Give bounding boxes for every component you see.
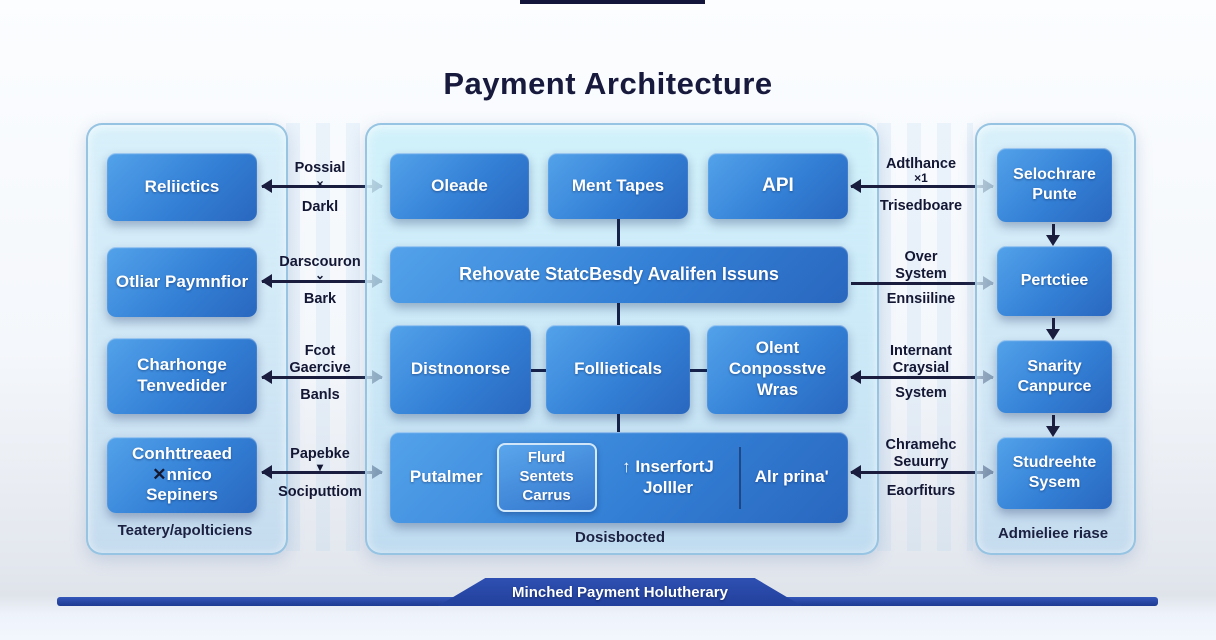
- middle-row1-box-3-label: API: [762, 175, 794, 197]
- connector-l4-glyph: ▾: [316, 460, 324, 474]
- connector-row3-a: [531, 369, 546, 372]
- up-arrow-icon: ↑: [622, 456, 631, 476]
- connector-l4-arrow: [261, 465, 383, 479]
- connector-l3-top-label: Fcot Gaercive: [289, 343, 351, 377]
- middle-row4-divider: [739, 446, 742, 509]
- middle-row1-box-1-label: Oleade: [431, 175, 488, 195]
- connector-l3-bottom-label: Banls: [300, 387, 340, 403]
- connector-l4-top-label: Papebke: [290, 446, 350, 462]
- down-arrow-icon-3: [1046, 415, 1060, 437]
- middle-row3-box-1-label: Distnonorse: [410, 359, 511, 379]
- middle-row2-box: Rehovate StatcBesdy Avalifen Issuns: [390, 246, 848, 303]
- connector-r2-bottom-label: Ennsiiline: [886, 291, 956, 307]
- connector-r1-glyph: ×1: [914, 171, 928, 185]
- left-box-1: Reliictics: [107, 153, 257, 221]
- down-arrow-icon-2: [1046, 318, 1060, 340]
- right-box-1-label: Selochrare Punte: [1013, 166, 1096, 203]
- connector-r4-top-label: Chramehc Seuurry: [885, 437, 957, 471]
- middle-row1-box-2-label: Ment Tapes: [571, 175, 665, 195]
- middle-panel-caption: Dosisbocted: [574, 529, 665, 546]
- middle-row1-box-2: Ment Tapes: [548, 153, 688, 219]
- middle-row4-mid-text: InserfortJ Jolller: [635, 456, 714, 497]
- middle-row3-box-2: Follieticals: [546, 325, 690, 414]
- down-arrow-icon-1: [1046, 224, 1060, 246]
- middle-row3-box-2-label: Follieticals: [574, 359, 662, 379]
- middle-row1-box-1: Oleade: [390, 153, 529, 219]
- connector-r1-bottom-label: Trisedboare: [879, 198, 963, 214]
- connector-l1-top-label: Possial: [294, 160, 346, 176]
- middle-row4-box: Putalmer Flurd Sentets Carrus ↑ Inserfor…: [390, 432, 848, 523]
- connector-l1-glyph: ×: [316, 177, 324, 191]
- connector-r4-bottom-label: Eaorfiturs: [886, 483, 956, 499]
- left-box-1-label: Reliictics: [144, 176, 220, 196]
- middle-row4-mid-label: ↑ InserfortJ Jolller: [605, 457, 732, 498]
- middle-row4-inner-box: Flurd Sentets Carrus: [496, 443, 597, 512]
- middle-row4-right-label: Alr prina': [754, 467, 829, 487]
- left-box-4-label: Conhttreaed ✕nnico Sepiners: [115, 444, 249, 506]
- middle-row3-box-1: Distnonorse: [390, 325, 531, 414]
- connector-l3-arrow: [261, 370, 383, 384]
- right-box-4: Studreehte Sysem: [997, 437, 1112, 509]
- left-box-2: Otliar Paymnfior: [107, 247, 257, 317]
- connector-r3-bottom-label: System: [895, 385, 947, 401]
- footer-banner: Minched Payment Holutherary: [438, 578, 802, 606]
- left-box-4-line1: Conhttreaed: [131, 443, 233, 463]
- right-panel-caption: Admieliee riase: [997, 525, 1109, 542]
- right-box-4-label: Studreehte Sysem: [1012, 454, 1097, 491]
- left-box-3-label: Charhonge Tenvedider: [137, 355, 227, 395]
- middle-row2-box-label: Rehovate StatcBesdy Avalifen Issuns: [459, 263, 779, 284]
- connector-row3-row4: [617, 414, 620, 432]
- left-box-4: Conhttreaed ✕nnico Sepiners: [107, 437, 257, 513]
- connector-r3-arrow: [850, 370, 994, 384]
- connector-r2-arrow: [851, 276, 994, 290]
- right-box-3-label: Snarity Canpurce: [1017, 357, 1092, 395]
- right-box-2-label: Pertctiee: [1020, 272, 1089, 290]
- connector-r3-top-label: Internant Craysial: [889, 343, 953, 377]
- connector-row2-row3: [617, 303, 620, 325]
- middle-row1-box-3: API: [708, 153, 848, 219]
- cross-icon: ✕: [152, 464, 167, 484]
- footer-banner-label: Minched Payment Holutherary: [512, 583, 728, 601]
- connector-l2-glyph: ⌄: [314, 268, 326, 282]
- middle-row3-box-3: Olent Conposstve Wras: [707, 325, 848, 414]
- left-box-4-line2: nnico Sepiners: [146, 464, 218, 505]
- left-box-2-label: Otliar Paymnfior: [115, 271, 249, 291]
- left-gutter-stripes: [286, 123, 364, 551]
- middle-row3-box-3-label: Olent Conposstve Wras: [728, 338, 827, 399]
- connector-l1-bottom-label: Darkl: [301, 199, 339, 215]
- middle-row4-content: Putalmer Flurd Sentets Carrus ↑ Inserfor…: [404, 443, 834, 512]
- middle-row4-left-label: Putalmer: [409, 467, 483, 487]
- right-gutter-stripes: [877, 123, 973, 551]
- connector-l4-bottom-label: Sociputtiom: [278, 484, 362, 500]
- top-edge-decoration: [520, 0, 705, 4]
- connector-r1-arrow: [850, 179, 994, 193]
- right-box-1: Selochrare Punte: [997, 148, 1112, 222]
- connector-r2-top-label: Over System: [895, 249, 947, 283]
- right-box-2: Pertctiee: [997, 246, 1112, 316]
- page-title: Payment Architecture: [443, 66, 773, 101]
- connector-l2-arrow: [261, 274, 383, 288]
- connector-l2-top-label: Darscouron: [279, 254, 361, 270]
- left-panel-caption: Teatery/apolticiens: [117, 522, 253, 539]
- right-box-3: Snarity Canpurce: [997, 340, 1112, 413]
- connector-l2-bottom-label: Bark: [303, 291, 337, 307]
- connector-l1-arrow: [261, 179, 383, 193]
- connector-r1-top-label: Adtlhance: [885, 156, 957, 172]
- connector-row1-row2: [617, 219, 620, 246]
- left-box-3: Charhonge Tenvedider: [107, 338, 257, 414]
- connector-row3-b: [690, 369, 707, 372]
- connector-r4-arrow: [850, 465, 994, 479]
